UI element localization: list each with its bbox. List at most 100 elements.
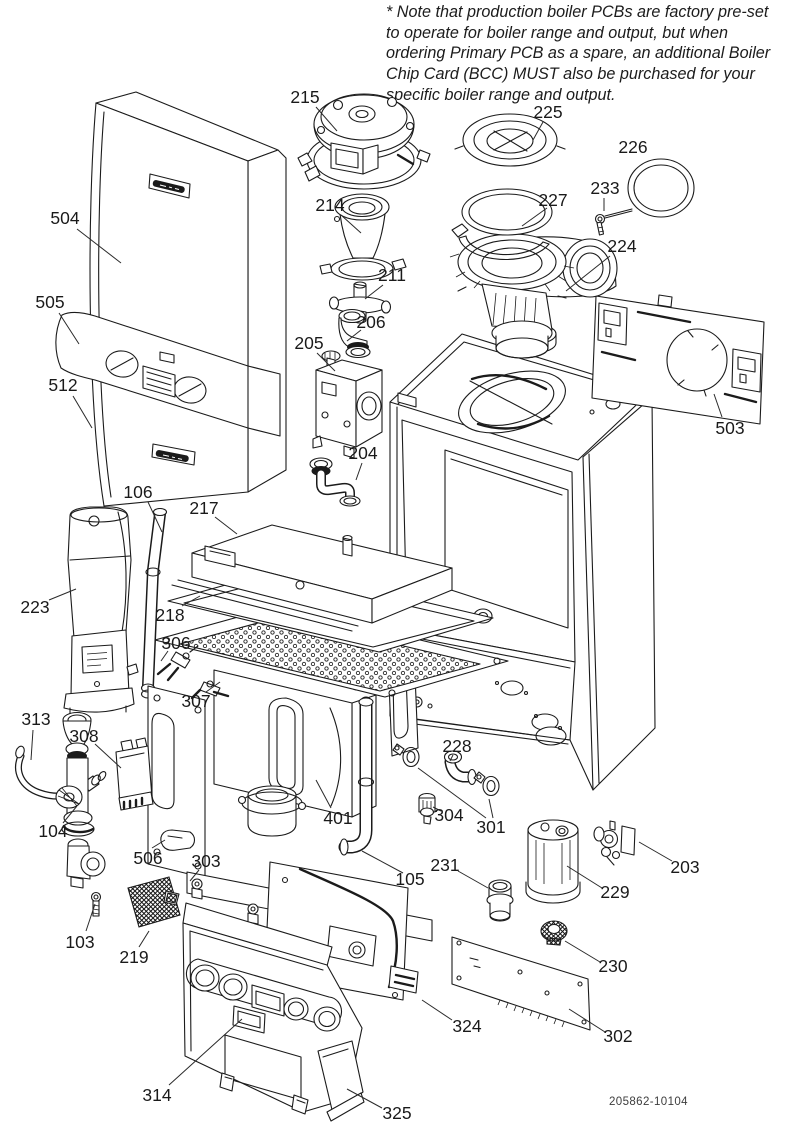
leader-line-105: [361, 850, 404, 874]
display-314-drawing: [232, 1005, 266, 1034]
part-label-group-203: 203: [638, 841, 700, 877]
part-number-204: 204: [348, 443, 377, 463]
leader-line-503: [713, 393, 723, 418]
electrode-306-drawing: [156, 645, 199, 682]
part-number-308: 308: [69, 726, 98, 746]
part-number-233: 233: [590, 178, 619, 198]
part-number-229: 229: [600, 882, 629, 902]
condensate-trap-229-drawing: [525, 819, 581, 904]
leader-line-225: [532, 121, 544, 141]
part-number-224: 224: [607, 236, 636, 256]
clips-301-drawing: [392, 743, 500, 797]
part-labels-layer: 5045055122152142112062052042252262332272…: [20, 87, 744, 1123]
part-number-223: 223: [20, 597, 49, 617]
part-label-group-301: 301: [417, 767, 506, 837]
part-number-301: 301: [476, 817, 505, 837]
part-number-106: 106: [123, 482, 152, 502]
leader-line-302: [568, 1008, 606, 1033]
part-number-304: 304: [434, 805, 463, 825]
leader-line-206: [346, 329, 362, 342]
control-fascia-drawing: [182, 902, 365, 1122]
part-number-211: 211: [378, 265, 406, 285]
part-label-group-205: 205: [294, 333, 336, 372]
part-label-group-218: 218: [155, 595, 201, 625]
part-number-307: 307: [181, 691, 210, 711]
part-label-group-401: 401: [315, 779, 353, 828]
leader-line-504: [76, 228, 122, 264]
leader-line-512: [72, 395, 93, 429]
note-line-1: * Note that production boiler PCBs are f…: [386, 3, 769, 21]
leader-line-301: [488, 798, 494, 819]
leader-line-401: [315, 779, 332, 809]
part-number-325: 325: [382, 1103, 411, 1123]
top-panel-503-drawing: [591, 294, 765, 425]
part-label-group-211: 211: [364, 265, 406, 300]
part-label-group-228: 228: [442, 736, 472, 762]
leader-line-224: [565, 255, 611, 292]
condensate-pipe-105-drawing: [338, 696, 375, 856]
part-number-504: 504: [50, 208, 79, 228]
part-number-302: 302: [603, 1026, 632, 1046]
part-number-105: 105: [395, 869, 424, 889]
part-label-group-306: 306: [160, 633, 191, 662]
part-label-group-227: 227: [521, 190, 568, 227]
part-label-group-308: 308: [69, 726, 122, 769]
part-number-313: 313: [21, 709, 50, 729]
part-number-401: 401: [323, 808, 352, 828]
leader-line-306: [160, 650, 169, 662]
leader-line-231: [457, 870, 489, 889]
leader-line-230: [564, 940, 601, 963]
leader-line-506: [151, 839, 166, 849]
leader-line-301: [417, 767, 487, 819]
part-number-215: 215: [290, 87, 319, 107]
part-label-group-214: 214: [315, 195, 362, 234]
grommet-219-drawing: [127, 876, 181, 928]
flue-cap-225-drawing: [454, 113, 566, 236]
part-label-group-106: 106: [123, 482, 163, 533]
note-line-2: to operate for boiler range and output, …: [386, 23, 728, 42]
adapter-231-drawing: [486, 879, 514, 922]
part-label-group-304: 304: [432, 805, 464, 825]
part-label-group-104: 104: [38, 805, 78, 841]
part-label-group-325: 325: [346, 1088, 412, 1123]
leader-line-106: [147, 501, 163, 533]
leader-line-203: [638, 841, 673, 862]
leader-line-211: [364, 284, 384, 300]
part-number-231: 231: [430, 855, 459, 875]
part-label-group-105: 105: [361, 850, 425, 889]
gas-pipe-204-drawing: [309, 457, 361, 507]
leader-line-307: [205, 681, 221, 693]
leader-line-228: [449, 754, 454, 762]
part-number-503: 503: [715, 418, 744, 438]
fitting-304-drawing: [418, 792, 436, 825]
leader-line-304: [432, 806, 442, 812]
part-label-group-233: 233: [590, 178, 620, 211]
valve-203-drawing: [593, 820, 636, 866]
leader-line-204: [355, 462, 363, 481]
gas-valve-205-drawing: [312, 350, 383, 459]
note-line-4: Chip Card (BCC) MUST also be purchased f…: [386, 65, 755, 84]
part-label-group-506: 506: [133, 839, 166, 868]
pcb-note: * Note that production boiler PCBs are f…: [386, 2, 806, 106]
part-number-324: 324: [452, 1016, 481, 1036]
leader-line-104: [62, 805, 78, 824]
part-label-group-223: 223: [20, 588, 77, 617]
part-number-104: 104: [38, 821, 67, 841]
overflow-pipe-106-drawing: [126, 507, 168, 699]
part-label-group-307: 307: [181, 681, 221, 711]
screw-233-drawing: [594, 208, 633, 236]
leader-line-223: [48, 588, 77, 601]
part-number-314: 314: [142, 1085, 171, 1105]
leader-line-219: [138, 930, 150, 948]
fan-assembly-215-drawing: [297, 93, 431, 190]
elbow-206-drawing: [338, 308, 371, 359]
part-number-218: 218: [155, 605, 184, 625]
front-casing-504-drawing: [55, 91, 287, 507]
part-label-group-229: 229: [566, 865, 630, 902]
leader-line-314: [168, 1018, 243, 1086]
part-number-505: 505: [35, 292, 64, 312]
venturi-214-drawing: [319, 193, 407, 281]
part-label-group-224: 224: [565, 236, 637, 292]
part-label-group-225: 225: [532, 102, 563, 141]
part-number-512: 512: [48, 375, 77, 395]
